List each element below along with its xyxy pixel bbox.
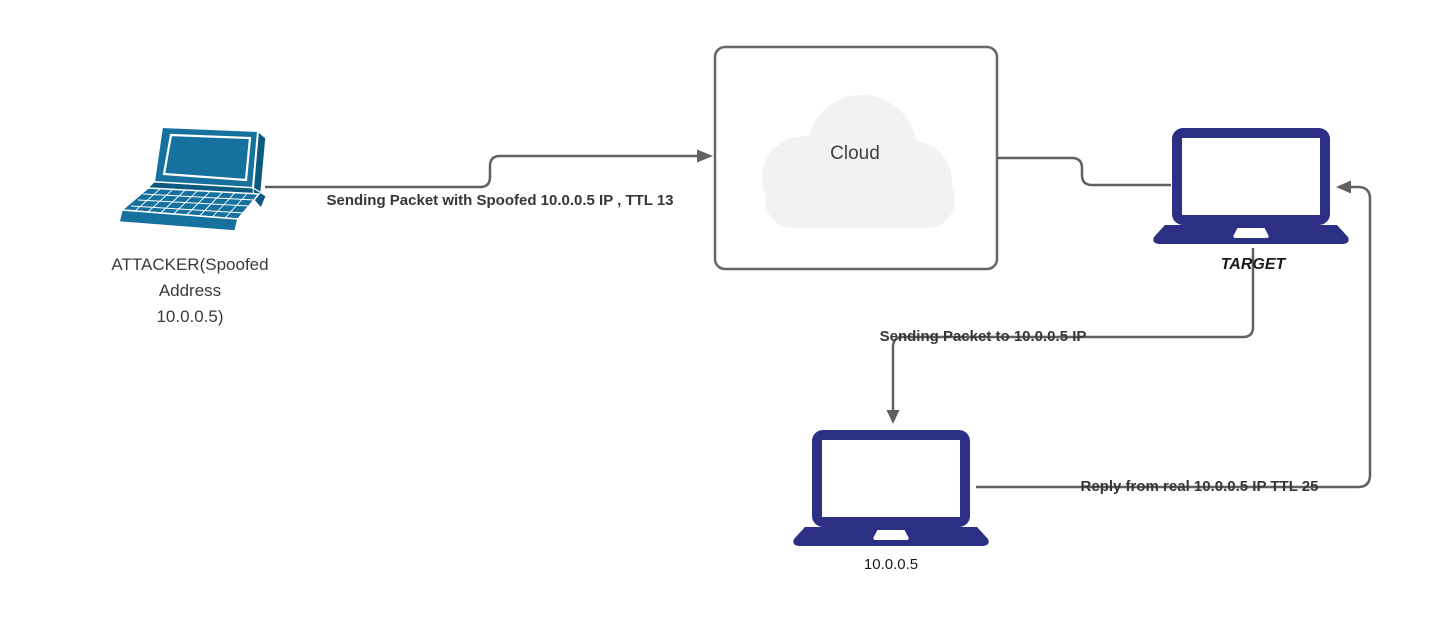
- edge-label-attacker-to-cloud: Sending Packet with Spoofed 10.0.0.5 IP …: [326, 192, 674, 209]
- arrowhead-right-icon: [697, 149, 713, 163]
- edge-label-real-host-to-target: Reply from real 10.0.0.5 IP TTL 25: [1080, 478, 1319, 495]
- arrowhead-left-icon: [1336, 180, 1351, 194]
- edge-label-target-to-real-host: Sending Packet to 10.0.0.5 IP: [879, 328, 1087, 345]
- cloud-icon: [762, 95, 955, 228]
- connector-target-to-real-host: [886, 248, 1255, 424]
- cloud-node: [713, 45, 999, 271]
- connector-cloud-to-target: [997, 156, 1171, 187]
- cloud-label: Cloud: [830, 143, 880, 164]
- real-host-laptop-front-icon: [793, 430, 989, 546]
- connector-real-host-to-target: [976, 180, 1372, 489]
- target-label: TARGET: [1220, 256, 1286, 273]
- real-host-label: 10.0.0.5: [863, 556, 919, 573]
- target-laptop-front-icon: [1153, 128, 1349, 244]
- attacker-laptop-perspective-icon: [118, 125, 267, 232]
- connector-attacker-to-cloud: [265, 149, 713, 189]
- arrowhead-down-icon: [886, 410, 900, 424]
- attacker-label: ATTACKER(Spoofed Address 10.0.0.5): [111, 255, 269, 326]
